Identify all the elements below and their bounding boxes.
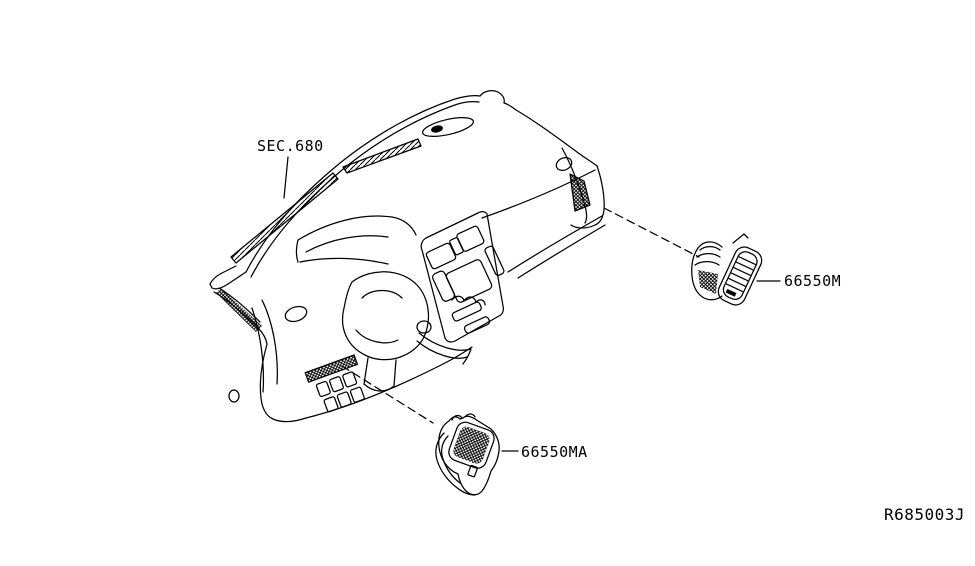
knee-panel-curve-a <box>261 299 278 385</box>
lower-left-hole <box>228 389 240 403</box>
left-body-edge <box>259 343 307 423</box>
knee-panel-curve-b <box>251 307 265 393</box>
right-end-hole <box>555 156 573 172</box>
front-crease-bottom <box>517 224 606 279</box>
dashboard-top-edge-inner <box>250 101 480 278</box>
vent-m-louvers <box>725 256 756 293</box>
defroster-band-long <box>230 172 339 264</box>
front-crease-upper <box>481 169 596 219</box>
stack-shifter-squiggle <box>451 295 486 306</box>
instrument-panel-drawing <box>209 90 606 423</box>
vent-66550M-drawing <box>691 233 763 306</box>
stack-lower-bar-a <box>451 301 482 322</box>
part-label-66550ma: 66550MA <box>521 443 588 461</box>
vent-m-face <box>722 251 758 300</box>
reference-code: R685003J <box>884 505 965 524</box>
vent-m-duct-hatch <box>698 270 718 294</box>
top-grille <box>421 117 475 137</box>
vent-ma-top-bumps <box>451 413 476 421</box>
vent-m-bezel <box>717 246 763 306</box>
vent-ma-face <box>448 421 495 469</box>
left-tip <box>209 265 247 290</box>
vent-66550MA-drawing <box>435 413 500 496</box>
front-crease-lower <box>507 215 603 273</box>
dashed-line-66550MA <box>341 365 434 424</box>
stack-opening-top-right <box>456 225 485 252</box>
vent-m-tab <box>732 233 749 244</box>
stack-side-hole <box>416 320 432 334</box>
vent-m-duct-flanges <box>694 246 721 266</box>
dashboard-top-edge <box>245 95 481 273</box>
vent-ma-bracket-inner <box>441 435 461 484</box>
shroud-detail-lower <box>355 329 399 344</box>
steering-column-shroud <box>342 271 430 361</box>
section-label: SEC.680 <box>257 137 324 155</box>
switch-panel <box>304 354 365 413</box>
right-end-vent-cutout <box>569 173 591 212</box>
stack-display-opening <box>445 259 493 303</box>
dashboard-apex-tab <box>479 90 517 111</box>
bottom-sweep-edge <box>305 346 473 419</box>
stack-opening-top-left <box>425 242 457 270</box>
center-stack-bezel <box>420 211 504 343</box>
under-stack-trim <box>416 332 472 365</box>
vent-ma-body <box>438 415 500 496</box>
knee-panel-hole <box>284 305 308 323</box>
leader-line-sec680 <box>283 156 289 199</box>
part-label-66550m: 66550M <box>784 272 841 290</box>
steering-column <box>363 357 397 392</box>
stack-opening-right-slot <box>484 245 505 276</box>
vent-m-clip <box>725 288 737 297</box>
vent-m-duct <box>691 241 723 301</box>
vent-ma-grid <box>453 426 490 464</box>
defroster-band-short <box>342 138 422 174</box>
vent-ma-bracket <box>435 432 476 496</box>
vent-ma-clip <box>467 464 479 478</box>
dashboard-right-top-edge <box>515 109 598 167</box>
center-stack <box>420 211 505 343</box>
left-seam-hatch <box>216 288 262 332</box>
dashed-line-66550M <box>603 207 700 258</box>
stack-lower-bar-b <box>463 316 491 334</box>
top-grille-sensor <box>431 125 443 133</box>
cluster-hood <box>297 215 417 241</box>
dashboard-right-end-inner <box>561 147 588 224</box>
cluster-hood-base <box>295 239 389 265</box>
cluster-hood-inner <box>305 235 389 253</box>
shroud-detail-upper <box>361 289 403 299</box>
